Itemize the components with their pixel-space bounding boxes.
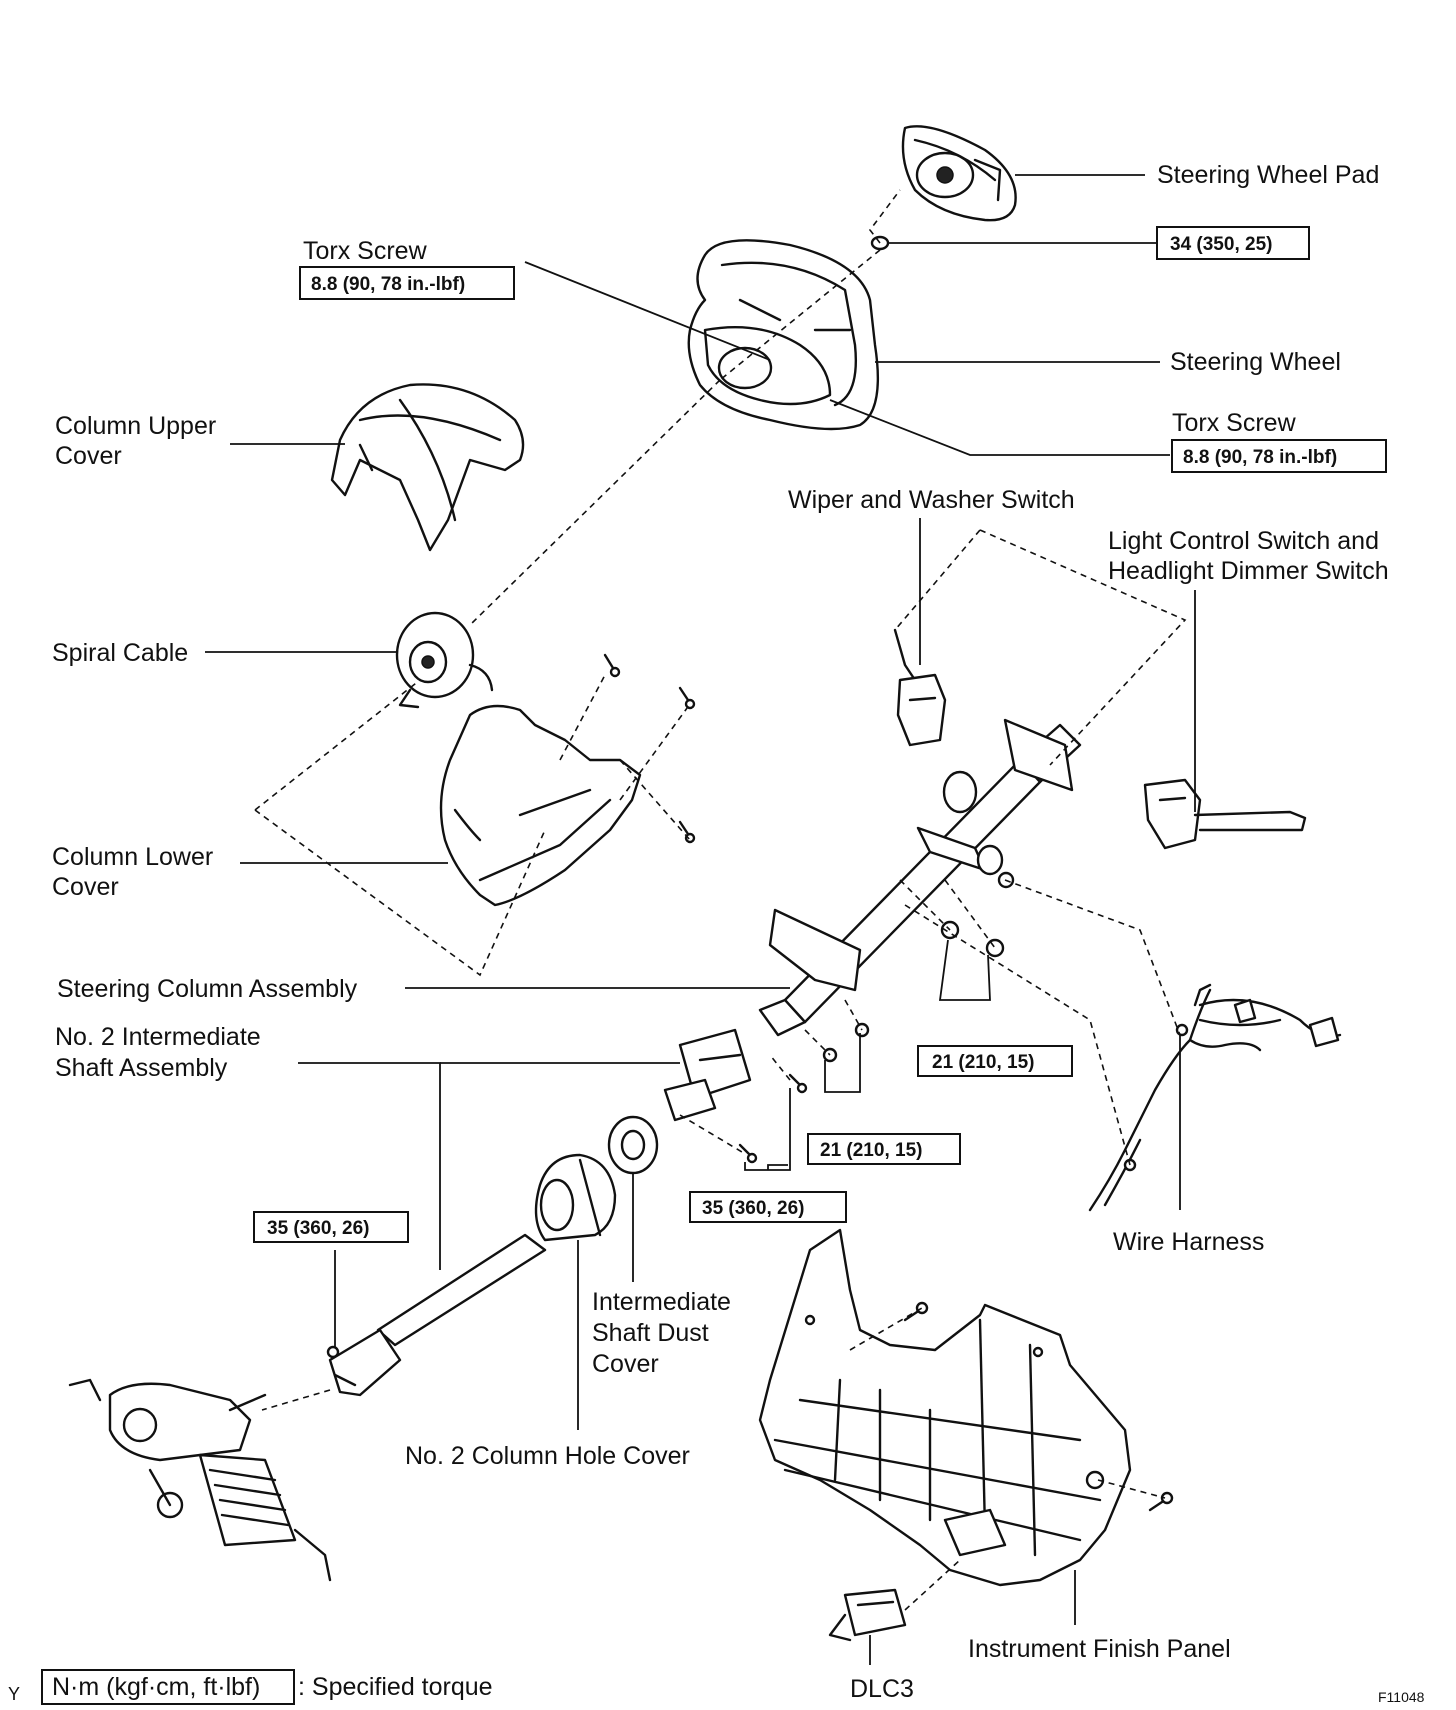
- label-column-lower-cover-line1: Column Lower: [52, 843, 213, 871]
- torque-box-shaft-bolts: [689, 1191, 847, 1223]
- legend-unit-text: N·m (kgf·cm, ft·lbf): [52, 1673, 260, 1701]
- torque-torx-left: 8.8 (90, 78 in.-lbf): [311, 274, 465, 295]
- torque-box-torx-left: [299, 266, 515, 300]
- label-dust-cover-line1: Intermediate: [592, 1288, 731, 1316]
- instrument-finish-panel-drawing: [758, 1228, 1132, 1587]
- alignment-lines: [254, 189, 1187, 1611]
- lower-shaft-drawing: [326, 1233, 547, 1397]
- label-column-upper-cover-line1: Column Upper: [55, 412, 216, 440]
- torque-box-column-bolts-lower: [807, 1133, 961, 1165]
- torque-column-bolts-lower: 21 (210, 15): [820, 1140, 922, 1161]
- steering-column-assembly-drawing: [758, 718, 1082, 1037]
- spiral-cable-drawing: [395, 611, 494, 709]
- torque-shaft-bolts: 35 (360, 26): [702, 1198, 804, 1219]
- label-dlc3: DLC3: [850, 1675, 914, 1703]
- torque-box-shaft-yoke-bolt: [253, 1211, 409, 1243]
- torque-box-pad-nut: [1156, 226, 1310, 260]
- torque-shaft-yoke-bolt: 35 (360, 26): [267, 1218, 369, 1239]
- wiper-washer-switch-drawing: [893, 628, 947, 747]
- column-upper-cover-drawing: [330, 383, 525, 552]
- label-light-control-line1: Light Control Switch and: [1108, 527, 1379, 555]
- torque-pad-nut: 34 (350, 25): [1170, 234, 1272, 255]
- label-steering-wheel-pad: Steering Wheel Pad: [1157, 161, 1379, 189]
- label-steering-wheel: Steering Wheel: [1170, 348, 1341, 376]
- lower-cover-screws-drawing: [603, 653, 696, 844]
- column-hole-cover-drawing: [534, 1153, 617, 1242]
- steering-gear-drawing: [68, 1378, 332, 1582]
- label-intermediate-shaft-line1: No. 2 Intermediate: [55, 1023, 261, 1051]
- label-dust-cover-line3: Cover: [592, 1350, 659, 1378]
- torque-column-bolts-upper: 21 (210, 15): [932, 1052, 1034, 1073]
- label-wire-harness: Wire Harness: [1113, 1228, 1264, 1256]
- steering-wheel-pad-drawing: [901, 125, 1017, 222]
- intermediate-shaft-drawing: [663, 1028, 808, 1164]
- label-steering-column-assembly: Steering Column Assembly: [57, 975, 358, 1003]
- steering-wheel-drawing: [687, 239, 880, 431]
- torque-box-column-bolts-upper: [917, 1045, 1073, 1077]
- light-control-switch-drawing: [1143, 778, 1307, 850]
- legend-description: : Specified torque: [298, 1673, 493, 1701]
- label-column-upper-cover-line2: Cover: [55, 442, 122, 470]
- label-intermediate-shaft-line2: Shaft Assembly: [55, 1054, 228, 1082]
- label-instrument-finish-panel: Instrument Finish Panel: [968, 1635, 1231, 1663]
- wire-harness-drawing: [1088, 983, 1342, 1212]
- panel-screws-drawing: [903, 1301, 1174, 1512]
- dlc3-drawing: [828, 1588, 907, 1642]
- label-torx-screw-left: Torx Screw: [303, 237, 428, 265]
- label-torx-screw-right: Torx Screw: [1172, 409, 1297, 437]
- label-wiper-washer-switch: Wiper and Washer Switch: [788, 486, 1075, 514]
- label-column-hole-cover: No. 2 Column Hole Cover: [405, 1442, 690, 1470]
- torque-torx-right: 8.8 (90, 78 in.-lbf): [1183, 447, 1337, 468]
- label-dust-cover-line2: Shaft Dust: [592, 1319, 709, 1347]
- figure-code: F11048: [1378, 1689, 1425, 1705]
- column-lower-cover-drawing: [439, 704, 642, 907]
- label-light-control-line2: Headlight Dimmer Switch: [1108, 557, 1389, 585]
- label-spiral-cable: Spiral Cable: [52, 639, 188, 667]
- leader-lines: [205, 174, 1196, 1665]
- torque-box-torx-right: [1171, 439, 1387, 473]
- legend-prefix-mark: Y: [8, 1684, 20, 1704]
- label-column-lower-cover-line2: Cover: [52, 873, 119, 901]
- legend-unit-box: [41, 1669, 295, 1705]
- dust-cover-drawing: [607, 1115, 659, 1175]
